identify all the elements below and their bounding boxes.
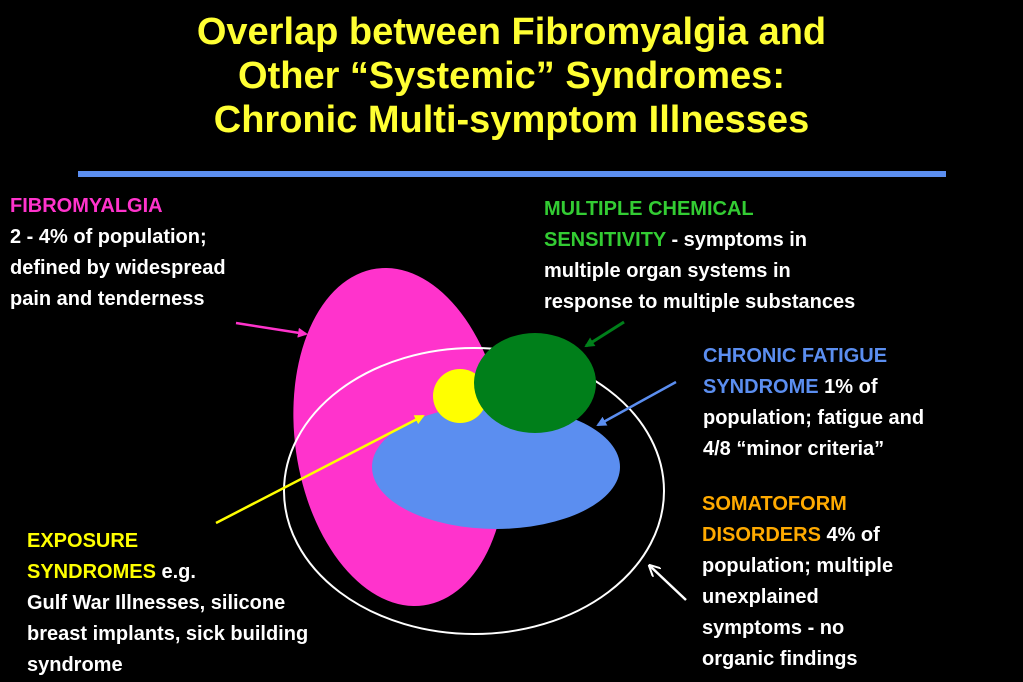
somatoform-ellipse (283, 347, 665, 635)
slide-title: Overlap between Fibromyalgia and Other “… (0, 10, 1023, 142)
title-line-1: Overlap between Fibromyalgia and (196, 11, 827, 53)
exposure-desc-3: Gulf War Illnesses, silicone (27, 592, 286, 614)
cfs-name-2: SYNDROME (703, 376, 819, 398)
chemical-sensitivity-label: MULTIPLE CHEMICAL SENSITIVITY - symptoms… (544, 194, 855, 318)
mcs-name-2: SENSITIVITY (544, 229, 666, 251)
exposure-name-1: EXPOSURE (27, 530, 139, 552)
exposure-arrow (215, 414, 425, 525)
chronic-fatigue-arrow (596, 380, 677, 427)
chronic-fatigue-ellipse (372, 405, 620, 529)
fibromyalgia-desc-3: pain and tenderness (10, 288, 205, 310)
chronic-fatigue-label: CHRONIC FATIGUE SYNDROME 1% of populatio… (703, 341, 924, 465)
fibromyalgia-desc-2: defined by widespread (10, 257, 226, 279)
somatoform-desc-3: population; multiple (702, 555, 894, 577)
exposure-label: EXPOSURE SYNDROMES e.g. Gulf War Illness… (27, 526, 308, 681)
title-line-3: Chronic Multi-symptom Illnesses (213, 99, 810, 141)
mcs-desc-2: - symptoms in (665, 229, 808, 251)
fibromyalgia-arrow (235, 321, 308, 338)
somatoform-label: SOMATOFORM DISORDERS 4% of population; m… (702, 489, 893, 675)
somatoform-desc-4: unexplained (702, 586, 819, 608)
chemical-sensitivity-arrow (584, 320, 625, 348)
somatoform-desc-6: organic findings (702, 648, 858, 670)
somatoform-arrow (650, 566, 687, 601)
exposure-desc-2: e.g. (155, 561, 196, 583)
fibromyalgia-name: FIBROMYALGIA (10, 195, 163, 217)
exposure-desc-4: breast implants, sick building (27, 623, 309, 645)
mcs-name-1: MULTIPLE CHEMICAL (544, 198, 754, 220)
fibromyalgia-label: FIBROMYALGIA 2 - 4% of population; defin… (10, 191, 226, 315)
title-divider (78, 171, 946, 177)
exposure-name-2: SYNDROMES (27, 561, 156, 583)
somatoform-name-1: SOMATOFORM (702, 493, 847, 515)
somatoform-desc-5: symptoms - no (702, 617, 845, 639)
somatoform-name-2: DISORDERS (702, 524, 821, 546)
chemical-sensitivity-ellipse (474, 333, 596, 433)
mcs-desc-3: multiple organ systems in (544, 260, 791, 282)
somatoform-desc-2: 4% of (820, 524, 880, 546)
cfs-desc-4: 4/8 “minor criteria” (703, 438, 885, 460)
fibromyalgia-desc-1: 2 - 4% of population; (10, 226, 207, 248)
title-line-2: Other “Systemic” Syndromes: (238, 55, 785, 97)
mcs-desc-4: response to multiple substances (544, 291, 856, 313)
cfs-desc-2: 1% of (818, 376, 878, 398)
exposure-desc-5: syndrome (27, 654, 123, 676)
cfs-desc-3: population; fatigue and (703, 407, 925, 429)
cfs-name-1: CHRONIC FATIGUE (703, 345, 888, 367)
exposure-circle (433, 369, 487, 423)
